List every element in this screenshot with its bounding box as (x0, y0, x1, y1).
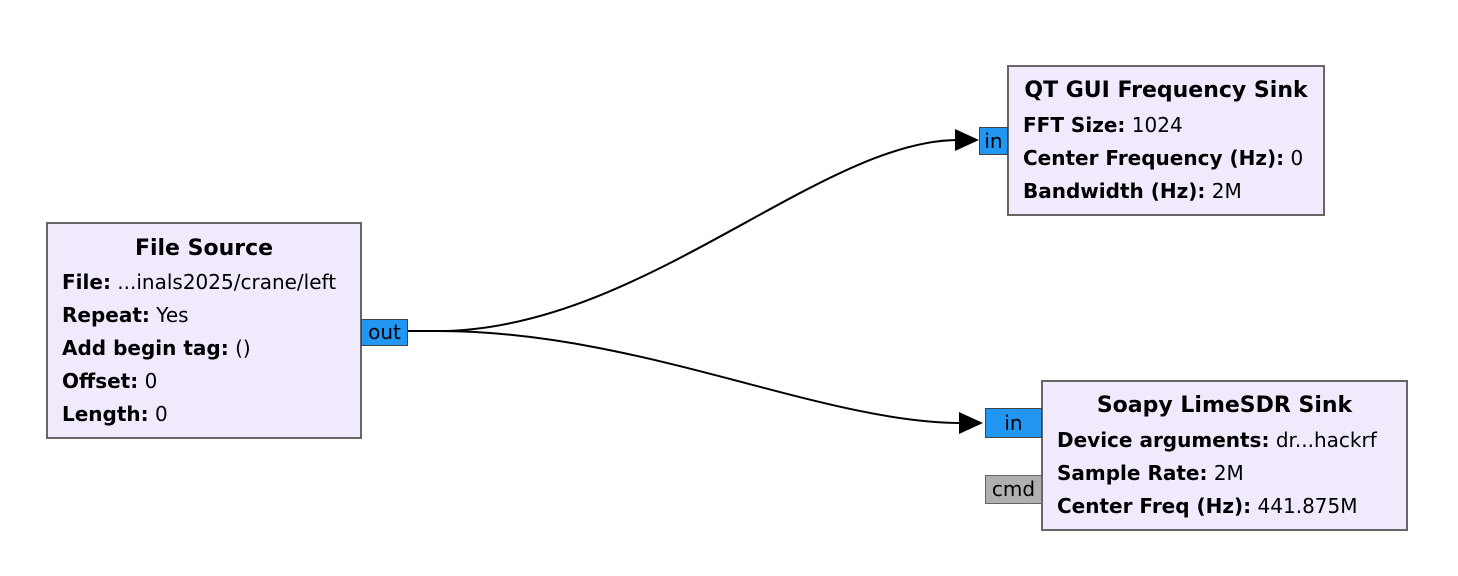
cmd-port[interactable]: cmd (985, 475, 1042, 504)
param-file: File: ...inals2025/crane/left (62, 270, 336, 294)
param-length: Length: 0 (62, 402, 168, 426)
param-add-begin-tag: Add begin tag: () (62, 336, 251, 360)
block-title: Soapy LimeSDR Sink (1096, 393, 1353, 418)
param-value: 0 (155, 402, 168, 426)
param-key: Center Freq (Hz): (1057, 494, 1252, 518)
param-value: dr...hackrf (1275, 428, 1377, 452)
connection-arrowhead (959, 412, 983, 434)
param-center-frequency: Center Frequency (Hz): 0 (1023, 146, 1303, 170)
param-key: Sample Rate: (1057, 461, 1208, 485)
param-key: Device arguments: (1057, 428, 1270, 452)
param-key: Center Frequency (Hz): (1023, 146, 1285, 170)
param-key: Offset: (62, 369, 139, 393)
param-key: Bandwidth (Hz): (1023, 179, 1206, 203)
param-key: Length: (62, 402, 149, 426)
block-title: File Source (134, 236, 274, 261)
param-key: Repeat: (62, 303, 150, 327)
param-sample-rate: Sample Rate: 2M (1057, 461, 1244, 485)
file-source-block[interactable]: File Source File: ...inals2025/crane/lef… (46, 222, 362, 439)
param-value: Yes (156, 303, 189, 327)
param-offset: Offset: 0 (62, 369, 157, 393)
param-value: ...inals2025/crane/left (117, 270, 337, 294)
param-value: () (235, 336, 251, 360)
param-value: 1024 (1131, 113, 1183, 137)
in-port[interactable]: in (979, 127, 1008, 155)
block-title: QT GUI Frequency Sink (1024, 78, 1308, 103)
param-key: FFT Size: (1023, 113, 1126, 137)
param-value: 2M (1211, 179, 1242, 203)
param-bandwidth: Bandwidth (Hz): 2M (1023, 179, 1242, 203)
soapy-limesdr-sink-block[interactable]: Soapy LimeSDR Sink Device arguments: dr.… (1041, 380, 1408, 531)
param-device-arguments: Device arguments: dr...hackrf (1057, 428, 1377, 452)
param-center-freq: Center Freq (Hz): 441.875M (1057, 494, 1358, 518)
in-port[interactable]: in (985, 408, 1042, 438)
connection-arrowhead (955, 129, 979, 151)
param-key: Add begin tag: (62, 336, 229, 360)
param-value: 0 (144, 369, 158, 393)
param-value: 0 (1290, 146, 1304, 170)
param-value: 441.875M (1257, 494, 1358, 518)
connection-wire[interactable] (408, 330, 963, 424)
param-fft-size: FFT Size: 1024 (1023, 113, 1183, 137)
param-repeat: Repeat: Yes (62, 303, 189, 327)
qt-gui-frequency-sink-block[interactable]: QT GUI Frequency Sink FFT Size: 1024 Cen… (1007, 65, 1325, 216)
param-key: File: (62, 270, 111, 294)
param-value: 2M (1213, 461, 1244, 485)
out-port[interactable]: out (361, 319, 408, 346)
connection-wire[interactable] (408, 139, 959, 332)
